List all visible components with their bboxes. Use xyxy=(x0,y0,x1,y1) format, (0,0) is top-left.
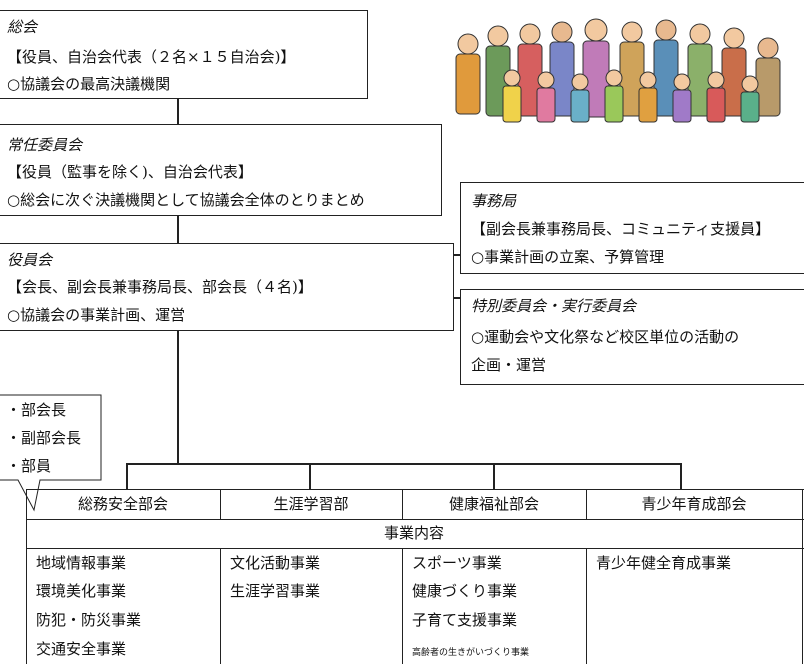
officers-meeting-title: 役員会 xyxy=(7,251,53,269)
callout-item-member: ・部員 xyxy=(6,457,52,475)
special-committee-role-line2: 企画・運営 xyxy=(471,356,547,374)
division-header-lifelong-learning: 生涯学習部 xyxy=(273,495,349,513)
business-item: 生涯学習事業 xyxy=(230,582,321,600)
special-committee-title: 特別委員会・実行委員会 xyxy=(471,297,637,315)
standing-committee-members: 【役員（監事を除く)、自治会代表】 xyxy=(7,163,253,181)
business-item: 健康づくり事業 xyxy=(412,582,518,600)
bus-drop-2 xyxy=(309,463,311,489)
business-item: スポーツ事業 xyxy=(412,554,502,572)
bus-drop-4 xyxy=(680,463,682,489)
general-assembly-role: ○協議会の最高決議機関 xyxy=(7,75,171,93)
table-business-bottom xyxy=(26,548,804,549)
bus-drop-1 xyxy=(126,463,128,489)
connector-assembly-standing xyxy=(177,98,179,124)
division-header-health-welfare: 健康福祉部会 xyxy=(448,495,539,513)
callout-bubble-shape xyxy=(0,394,102,512)
secretariat-title: 事務局 xyxy=(471,192,517,210)
division-header-youth: 青少年育成部会 xyxy=(641,495,747,513)
bus-drop-3 xyxy=(493,463,495,489)
standing-committee-role: ○総会に次ぐ決議機関として協議会全体のとりまとめ xyxy=(7,191,365,209)
table-col-sep-3b xyxy=(586,548,587,664)
member-roles-callout: ・部会長 ・副部会長 ・部員 xyxy=(0,394,102,512)
officers-meeting-box: 役員会 【会長、副会長兼事務局長、部会長（４名)】 ○協議会の事業計画、運営 xyxy=(0,243,454,331)
table-header-bottom xyxy=(26,519,804,520)
callout-item-chief: ・部会長 xyxy=(6,401,67,419)
secretariat-role: ○事業計画の立案、予算管理 xyxy=(471,248,665,266)
business-item: 環境美化事業 xyxy=(36,582,127,600)
connector-officers-secretariat xyxy=(454,254,460,256)
standing-committee-box: 常任委員会 【役員（監事を除く)、自治会代表】 ○総会に次ぐ決議機関として協議会… xyxy=(0,124,442,216)
general-assembly-box: 総会 【役員、自治会代表（２名×１５自治会)】 ○協議会の最高決議機関 xyxy=(0,10,368,99)
business-item: 高齢者の生きがいづくり事業 xyxy=(412,648,530,658)
table-top-border xyxy=(26,489,804,490)
special-committee-box: 特別委員会・実行委員会 ○運動会や文化祭など校区単位の活動の 企画・運営 xyxy=(460,289,804,385)
connector-standing-officers xyxy=(177,216,179,243)
business-item: 防犯・防災事業 xyxy=(36,611,142,629)
business-item: 交通安全事業 xyxy=(36,640,127,658)
connector-officers-divisions xyxy=(177,330,179,464)
special-committee-role-line1: ○運動会や文化祭など校区単位の活動の xyxy=(471,328,740,346)
business-item: 地域情報事業 xyxy=(36,554,127,572)
divisions-table: 総務安全部会 生涯学習部 健康福祉部会 青少年育成部会 事業内容 地域情報事業 … xyxy=(26,489,804,664)
table-col-sep-1 xyxy=(220,489,221,520)
callout-item-deputy: ・副部会長 xyxy=(6,429,82,447)
officers-meeting-role: ○協議会の事業計画、運営 xyxy=(7,306,186,324)
divisions-bus-line xyxy=(126,463,682,465)
table-left-border xyxy=(26,489,27,664)
business-content-header: 事業内容 xyxy=(383,524,444,542)
general-assembly-title: 総会 xyxy=(7,18,38,36)
officers-meeting-members: 【会長、副会長兼事務局長、部会長（４名)】 xyxy=(7,278,313,296)
table-col-sep-1b xyxy=(220,548,221,664)
business-item: 子育て支援事業 xyxy=(412,611,518,629)
standing-committee-title: 常任委員会 xyxy=(7,136,83,154)
table-col-sep-3 xyxy=(586,489,587,520)
connector-officers-special xyxy=(454,297,460,299)
secretariat-box: 事務局 【副会長兼事務局長、コミュニティ支援員】 ○事業計画の立案、予算管理 xyxy=(460,182,804,274)
people-crowd-icon xyxy=(455,18,781,123)
general-assembly-members: 【役員、自治会代表（２名×１５自治会)】 xyxy=(7,48,296,66)
business-item: 文化活動事業 xyxy=(230,554,321,572)
division-header-general-safety: 総務安全部会 xyxy=(77,495,168,513)
secretariat-members: 【副会長兼事務局長、コミュニティ支援員】 xyxy=(471,220,771,238)
business-item: 青少年健全育成事業 xyxy=(596,554,732,572)
table-right-border xyxy=(802,489,803,664)
table-col-sep-2b xyxy=(402,548,403,664)
table-col-sep-2 xyxy=(402,489,403,520)
community-people-illustration xyxy=(446,14,798,138)
